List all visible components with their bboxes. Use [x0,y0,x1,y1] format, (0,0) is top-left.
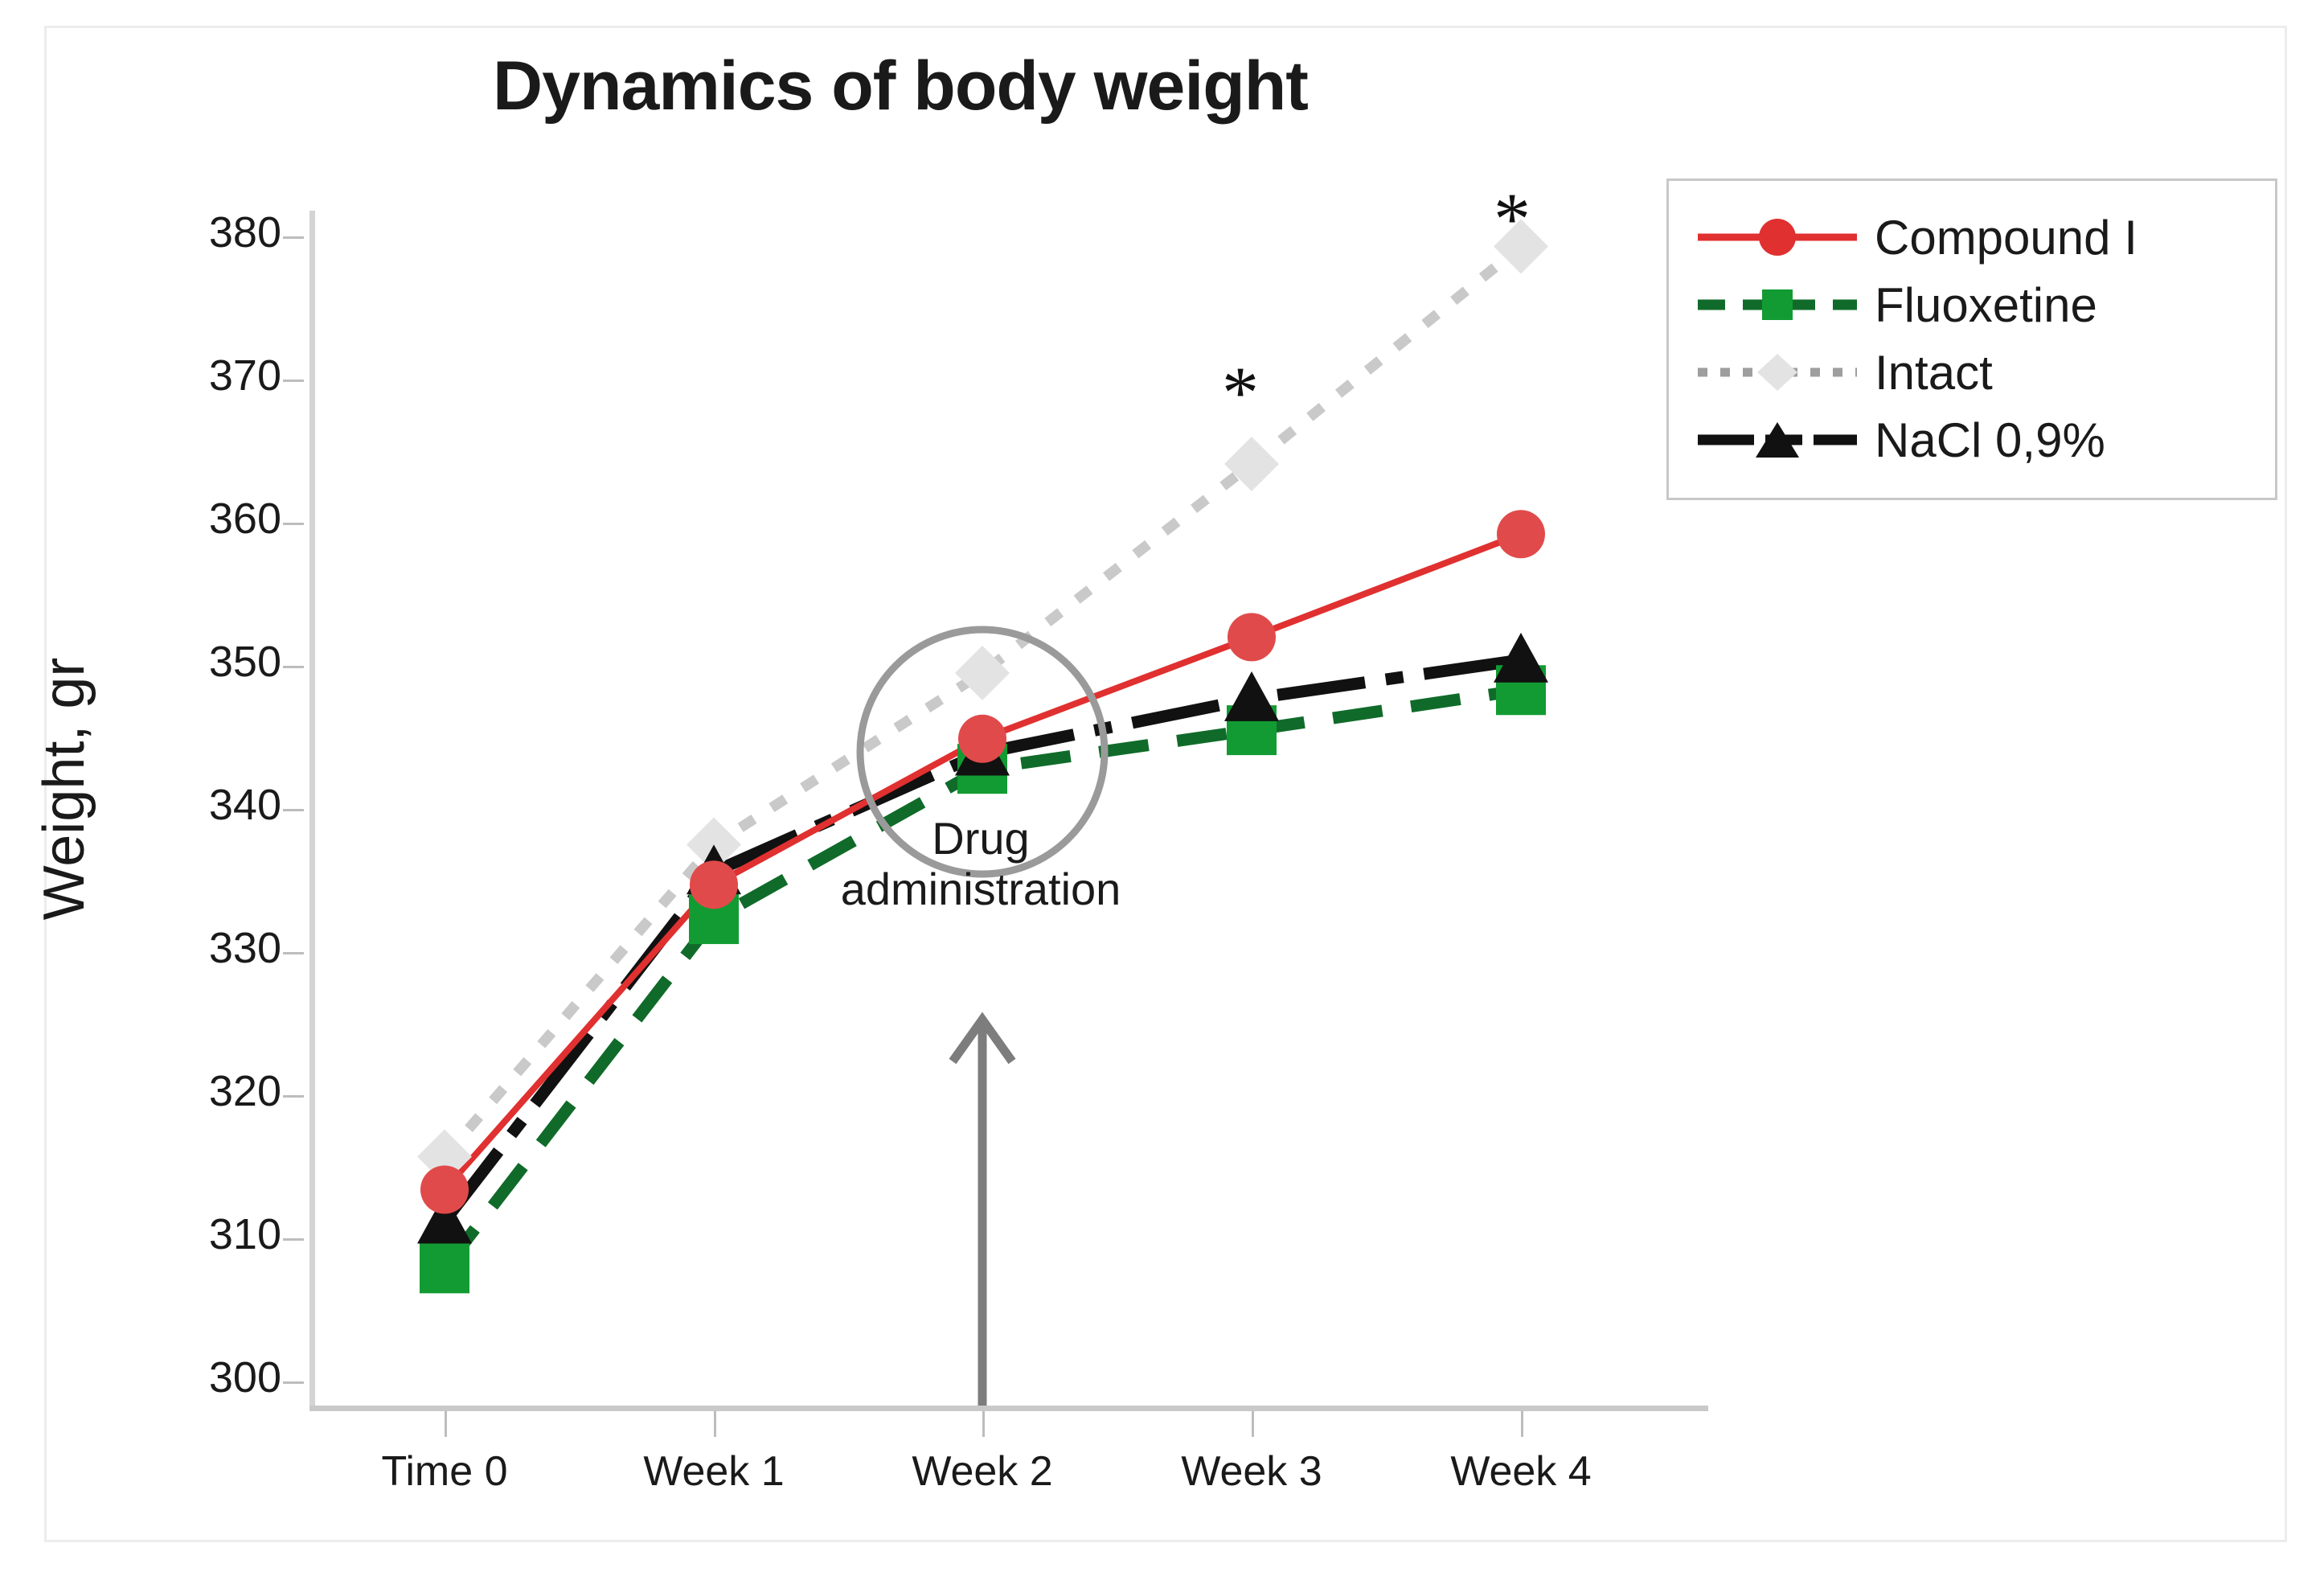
y-tick-mark-330 [283,952,304,954]
x-tick-mark-week3 [1252,1411,1254,1437]
legend-swatch-nacl [1693,417,1862,462]
significance-star-week4: * [1494,178,1531,260]
y-tick-label-320: 320 [208,1067,281,1115]
y-tick-mark-340 [283,809,304,811]
y-tick-label-370: 370 [208,351,281,400]
legend-label-compound-i: Compound I [1875,210,2138,265]
legend-swatch-compound-i [1693,215,1862,260]
legend-item-compound-i[interactable]: Compound I [1669,203,2275,271]
annotation-line-1: Drug [932,813,1030,864]
y-tick-mark-350 [283,666,304,668]
y-tick-mark-360 [283,523,304,525]
y-tick-mark-380 [283,236,304,239]
y-tick-mark-320 [283,1095,304,1098]
y-tick-mark-300 [283,1381,304,1384]
legend-swatch-intact [1693,350,1862,395]
x-tick-label-time0: Time 0 [381,1448,508,1495]
x-tick-mark-time0 [445,1411,447,1437]
x-tick-mark-week1 [714,1411,716,1437]
legend-label-fluoxetine: Fluoxetine [1875,277,2097,332]
y-axis-label: Weight, gr [32,657,96,921]
legend-label-nacl: NaCl 0,9% [1875,412,2105,467]
x-axis-line [309,1406,1708,1411]
y-tick-label-340: 340 [208,781,281,829]
x-tick-mark-week4 [1521,1411,1523,1437]
y-tick-mark-310 [283,1238,304,1241]
y-tick-label-300: 300 [208,1353,281,1402]
x-tick-label-week3: Week 3 [1181,1448,1322,1495]
annotation-line-2: administration [840,863,1121,914]
chart-legend: Compound I Fluoxetine Intact [1666,179,2277,500]
y-tick-label-360: 360 [208,495,281,543]
x-tick-mark-week2 [982,1411,985,1437]
legend-item-intact[interactable]: Intact [1669,339,2275,406]
x-tick-label-week2: Week 2 [912,1448,1053,1495]
y-tick-label-310: 310 [208,1210,281,1258]
y-tick-label-330: 330 [208,924,281,972]
legend-swatch-fluoxetine [1693,282,1862,327]
drug-administration-annotation: Drug administration [756,813,1206,914]
y-tick-mark-370 [283,380,304,382]
chart-title: Dynamics of body weight [493,47,1309,125]
significance-star-week3: * [1222,351,1259,433]
y-tick-label-350: 350 [208,638,281,686]
legend-label-intact: Intact [1875,345,1993,400]
legend-item-fluoxetine[interactable]: Fluoxetine [1669,271,2275,339]
x-tick-label-week4: Week 4 [1450,1448,1592,1495]
legend-item-nacl[interactable]: NaCl 0,9% [1669,406,2275,474]
y-axis-line [309,211,315,1410]
y-tick-label-380: 380 [208,208,281,257]
x-tick-label-week1: Week 1 [643,1448,785,1495]
